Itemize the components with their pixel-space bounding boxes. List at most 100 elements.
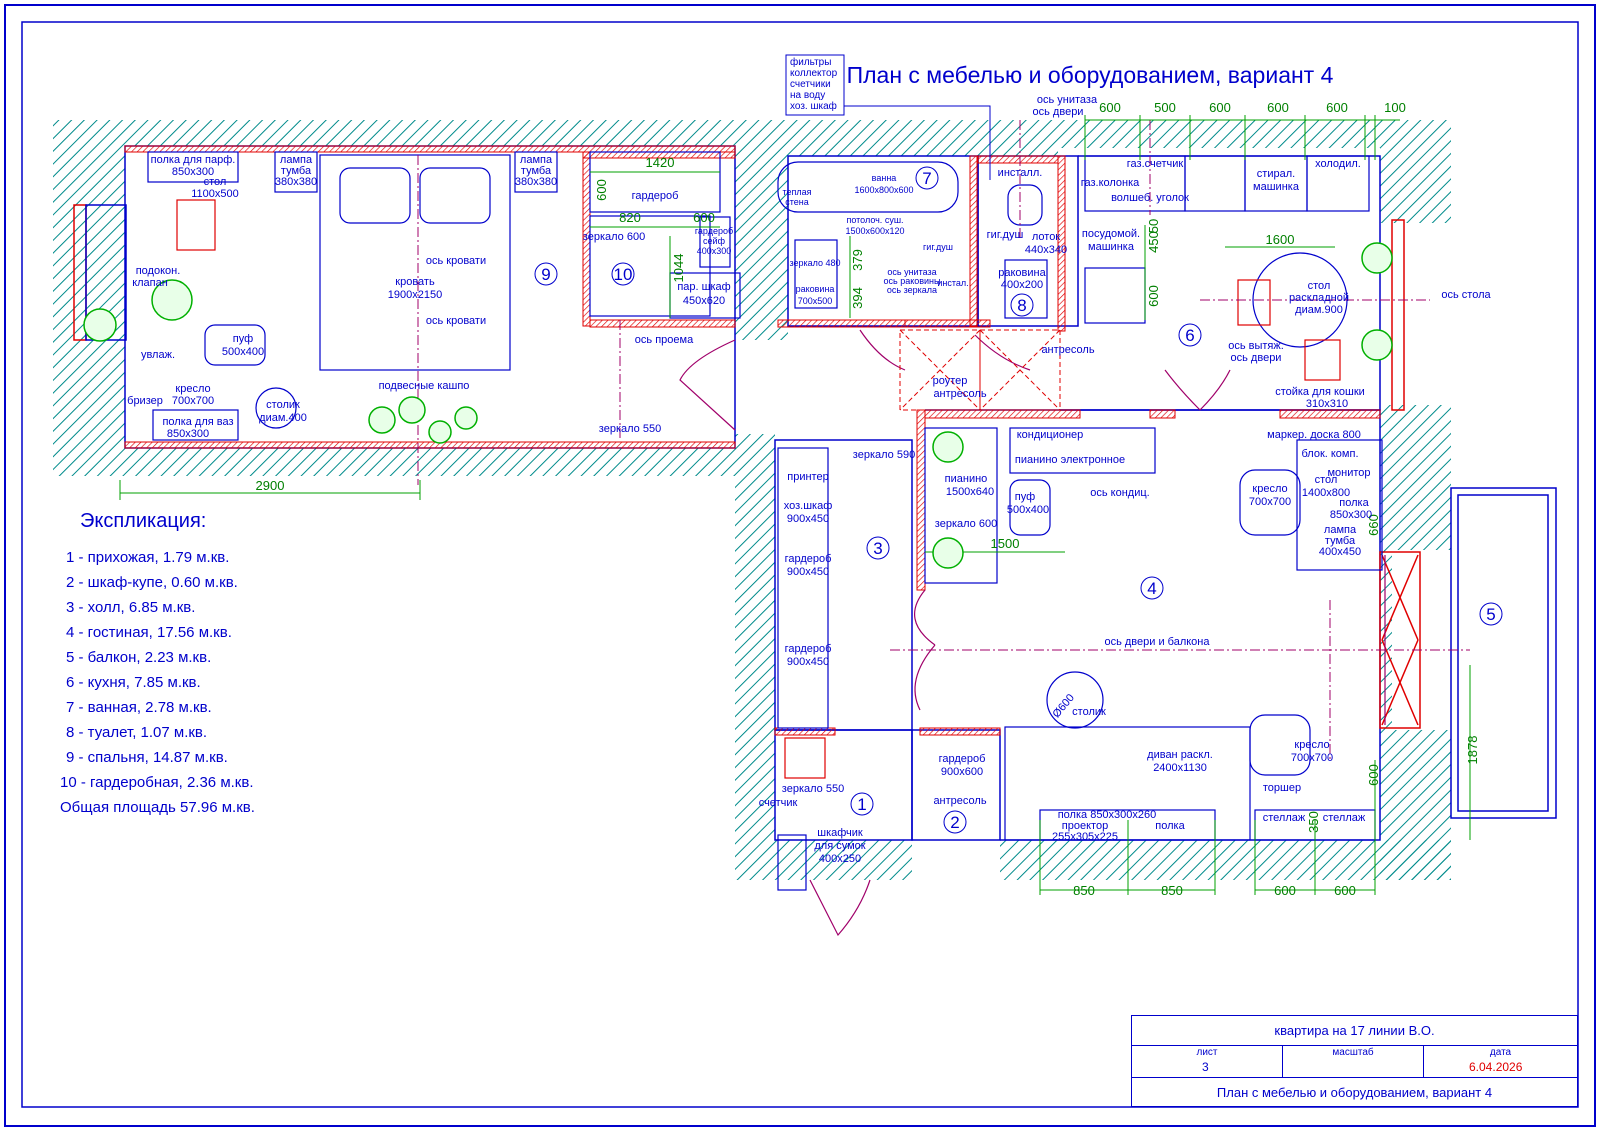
dimension-text: 600 500 600 600 600 100 2900 1420 600 82… (256, 100, 1480, 898)
label-text: увлаж. (141, 349, 175, 361)
dim-1878: 1878 (1465, 736, 1480, 765)
label-text: проектор (1062, 820, 1108, 832)
label-text: лампа (1324, 524, 1357, 536)
label-text: маркер. доска 800 (1267, 429, 1361, 441)
label-text: машинка (1088, 241, 1135, 253)
dim-bottom: 850 (1073, 883, 1095, 898)
label-text: холодил. (1315, 158, 1361, 170)
room-number: 5 (1486, 605, 1495, 624)
explication-total: Общая площадь 57.96 м.кв. (60, 799, 255, 816)
windows (73, 204, 1421, 729)
filters-line: хоз. шкаф (790, 100, 837, 112)
explication: Экспликация: 1 - прихожая, 1.79 м.кв. 2 … (60, 510, 255, 820)
dim-bottom: 600 (1274, 883, 1296, 898)
dim-top: 600 (1267, 100, 1289, 115)
label-text: 2400х1130 (1153, 762, 1207, 774)
dim-bedroom: 2900 (256, 478, 285, 493)
explication-item: 10 - гардеробная, 2.36 м.кв. (60, 774, 254, 791)
label-text: 450х620 (683, 295, 725, 307)
label-text: лоток (1032, 231, 1060, 243)
label-text: раскладной (1289, 292, 1349, 304)
label-text: ось зеркала (887, 285, 937, 295)
external-walls (53, 120, 1451, 880)
label-text: 500х400 (222, 346, 264, 358)
label-text: газ.счетчик (1127, 158, 1184, 170)
label-text: 900х450 (787, 566, 829, 578)
label-text: 700х500 (798, 296, 833, 306)
inner-frame (21, 21, 1579, 1108)
label-text: гардероб (632, 190, 679, 202)
dim-600h: 600 (693, 210, 715, 225)
label-text: 380х380 (275, 176, 317, 188)
label-text: 700х700 (1291, 752, 1333, 764)
label-text: зеркало 550 (782, 783, 844, 795)
label-text: потолоч. суш. (846, 215, 903, 225)
label-text: кресло (175, 383, 210, 395)
project-name: квартира на 17 линии В.О. (1132, 1016, 1577, 1046)
label-text: 900х450 (787, 513, 829, 525)
label-text: гардероб (785, 553, 832, 565)
label-text: пуф (1015, 491, 1035, 503)
label-text: тумба (1325, 535, 1356, 547)
label-text: 400х300 (697, 246, 732, 256)
label-text: 400х200 (1001, 279, 1043, 291)
title-block-row: лист 3 масштаб дата 6.04.2026 (1132, 1046, 1577, 1078)
room-number: 2 (950, 813, 959, 832)
label-text: 1500х600х120 (845, 226, 904, 236)
plan-title: План с мебелью и оборудованием, вариант … (847, 62, 1334, 88)
label-text: машинка (1253, 181, 1300, 193)
balcony (1450, 487, 1557, 819)
explication-item: 8 - туалет, 1.07 м.кв. (66, 724, 208, 741)
label-text: ось двери и балкона (1104, 636, 1210, 648)
room-number: 7 (922, 169, 931, 188)
label-text: тумба (281, 165, 312, 177)
label-text: подокон. (136, 265, 181, 277)
label-text: полка для парф. (151, 154, 236, 166)
label-text: 400х250 (819, 853, 861, 865)
label-text: ось вытяж. (1228, 340, 1284, 352)
label-text: 440х340 (1025, 244, 1067, 256)
label-text: 1100х500 (191, 188, 239, 200)
dim-bottom: 600 (1334, 883, 1356, 898)
label-text: пуф (233, 333, 253, 345)
label-text: 850х300 (1330, 509, 1372, 521)
room-number: 4 (1147, 579, 1156, 598)
label-text: ось унитаза (887, 267, 936, 277)
label-text: стена (785, 197, 809, 207)
plan-labels: полка для парф. 850х300 лампа тумба 380х… (127, 94, 1491, 865)
dim-1420: 1420 (646, 155, 675, 170)
label-text: кондиционер (1017, 429, 1084, 441)
label-text: пианино электронное (1015, 454, 1125, 466)
date-value: 6.04.2026 (1469, 1060, 1523, 1074)
sheet-number: 3 (1202, 1060, 1209, 1074)
label-text: посудомой. (1082, 228, 1140, 240)
label-text: блок. комп. (1301, 448, 1358, 460)
label-text: ось двери (1231, 352, 1282, 364)
label-text: раковина (796, 284, 835, 294)
explication-item: 6 - кухня, 7.85 м.кв. (66, 674, 201, 691)
explication-item: 3 - холл, 6.85 м.кв. (66, 599, 196, 616)
explication-item: 4 - гостиная, 17.56 м.кв. (66, 624, 232, 641)
label-text: ось стола (1441, 289, 1491, 301)
label-text: столик (266, 399, 300, 411)
label-text: антресоль (933, 388, 986, 400)
dim-600b: 600 (1366, 764, 1381, 786)
label-text: монитор (1327, 467, 1370, 479)
label-text: 900х600 (941, 766, 983, 778)
room-number: 6 (1185, 326, 1194, 345)
label-text: 700х700 (172, 395, 214, 407)
title-block: квартира на 17 линии В.О. лист 3 масштаб… (1131, 1015, 1578, 1107)
label-text: инстал. (937, 278, 968, 288)
dim-394: 394 (850, 287, 865, 309)
label-text: для сумок (814, 840, 865, 852)
interior-partitions (124, 145, 1381, 736)
label-text: гиг.душ (923, 242, 953, 252)
label-text: 380х380 (515, 176, 557, 188)
label-text: диам.900 (1295, 304, 1343, 316)
label-text: 1600х800х600 (854, 185, 913, 195)
explication-item: 2 - шкаф-купе, 0.60 м.кв. (66, 574, 238, 591)
label-text: гардероб (695, 226, 733, 236)
dim-top: 600 (1209, 100, 1231, 115)
label-text: 400х450 (1319, 546, 1361, 558)
